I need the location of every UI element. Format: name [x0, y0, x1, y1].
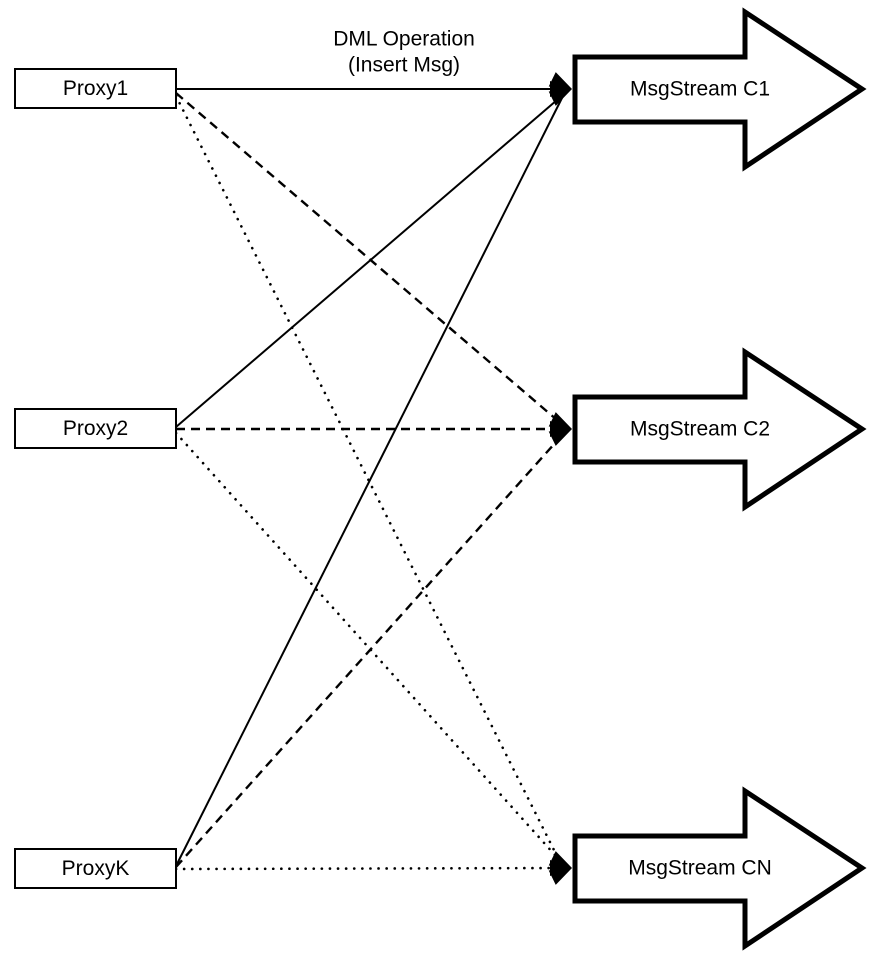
- stream-node-stream_c2[interactable]: MsgStream C2: [572, 347, 867, 512]
- edge-label-line-1: DML Operation: [333, 28, 475, 51]
- stream-arrow-shape-stream_c2: [572, 347, 867, 512]
- arrowhead-tip-2: [548, 851, 572, 868]
- stream-label-stream_c2: MsgStream C2: [630, 418, 770, 441]
- edge-label-dml-operation: DML Operation (Insert Msg): [333, 28, 475, 77]
- proxy-label-proxyk: ProxyK: [62, 857, 130, 880]
- proxy-node-proxy1[interactable]: Proxy1: [14, 68, 177, 109]
- stream-arrow-shape-stream_c1: [572, 7, 867, 172]
- stream-arrow-shape-stream_cn: [572, 786, 867, 951]
- edge-label-line-2: (Insert Msg): [348, 54, 460, 77]
- arrowhead-tip-2: [548, 72, 572, 89]
- proxy-label-proxy2: Proxy2: [63, 417, 128, 440]
- edge-proxy2-cn: [174, 431, 565, 866]
- edge-proxy2-c1: [175, 93, 565, 428]
- stream-label-stream_cn: MsgStream CN: [628, 857, 772, 880]
- proxy-box-proxyk: [14, 848, 177, 889]
- proxy-box-proxy1: [14, 68, 177, 109]
- edge-proxyk-c1: [175, 95, 564, 867]
- edge-proxyk-c2: [175, 432, 565, 868]
- proxy-node-proxy2[interactable]: Proxy2: [14, 408, 177, 449]
- edges-group: [174, 88, 568, 871]
- arrowhead-head-cn: [548, 851, 572, 885]
- proxy-label-proxy1: Proxy1: [63, 77, 128, 100]
- edge-proxyk-cn: [174, 866, 568, 871]
- proxy-node-proxyk[interactable]: ProxyK: [14, 848, 177, 889]
- stream-node-stream_c1[interactable]: MsgStream C1: [572, 7, 867, 172]
- arrowheads-group: [548, 72, 572, 885]
- arrowhead-tip-2: [548, 412, 572, 429]
- arrowhead-head-c1: [548, 72, 572, 106]
- streams-group: MsgStream C1 MsgStream C2 MsgStream CN: [572, 7, 867, 951]
- arrowhead-head-c2: [548, 412, 572, 446]
- stream-node-stream_cn[interactable]: MsgStream CN: [572, 786, 867, 951]
- proxy-box-proxy2: [14, 408, 177, 449]
- stream-label-stream_c1: MsgStream C1: [630, 78, 770, 101]
